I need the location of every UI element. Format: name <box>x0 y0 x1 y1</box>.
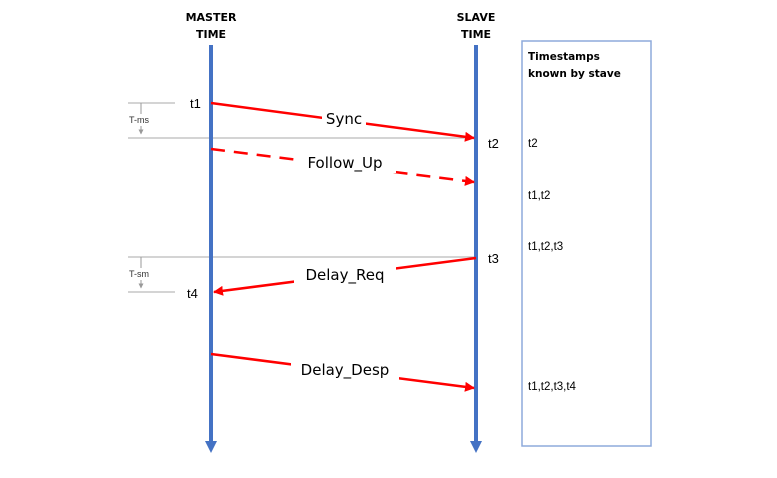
t-ms-label: T-ms <box>129 115 149 125</box>
follow-up-label: Follow_Up <box>307 154 382 173</box>
master-header-line1: MASTER <box>186 11 237 24</box>
delay-req-label: Delay_Req <box>305 266 384 285</box>
slave-header-line2: TIME <box>461 28 491 41</box>
delay-resp-label: Delay_Desp <box>301 361 390 380</box>
timestamps-row: t1,t2 <box>528 190 550 202</box>
timestamps-row: t1,t2,t3 <box>528 241 563 253</box>
timestamps-box-title-line2: known by stave <box>528 68 621 80</box>
timestamps-box <box>521 40 652 447</box>
follow-up-arrow <box>210 147 475 186</box>
timestamps-row: t1,t2,t3,t4 <box>528 381 577 393</box>
slave-header-line1: SLAVE <box>457 11 496 24</box>
sync-label: Sync <box>326 110 362 128</box>
timestamps-row: t2 <box>528 138 538 150</box>
t2-label: t2 <box>488 136 499 151</box>
t3-label: t3 <box>488 251 499 266</box>
master-header-line2: TIME <box>196 28 226 41</box>
t-sm-label: T-sm <box>129 269 149 279</box>
t4-label: t4 <box>187 286 198 301</box>
timestamps-box-title-line1: Timestamps <box>528 51 600 63</box>
t1-label: t1 <box>190 96 201 111</box>
